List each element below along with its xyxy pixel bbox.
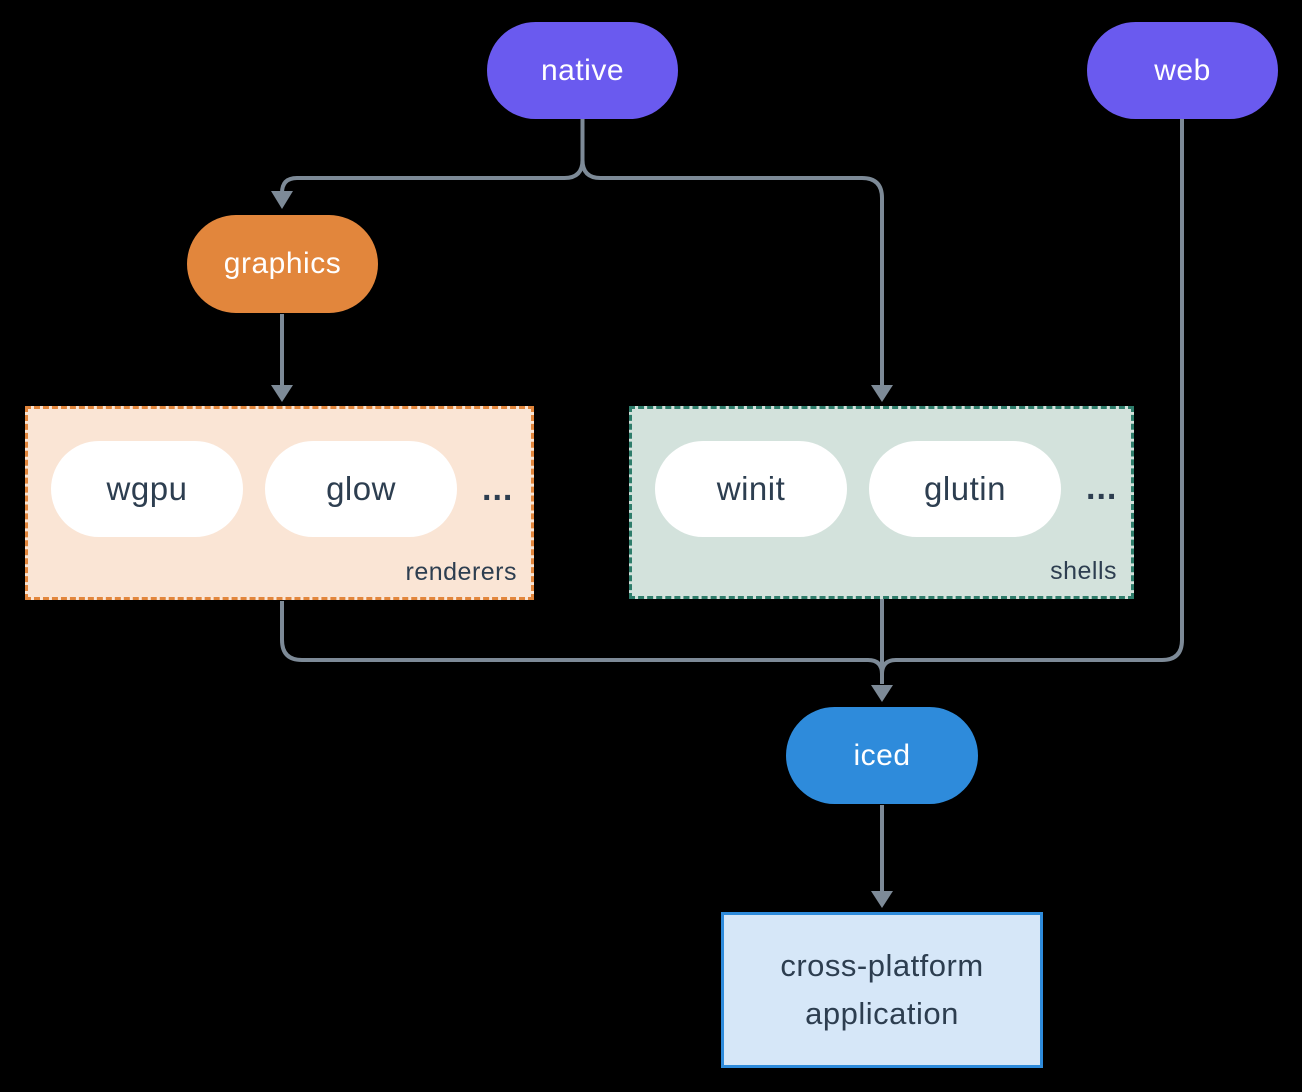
node-winit-label: winit [716, 469, 786, 507]
application-label-line2: application [805, 996, 959, 1031]
node-graphics-label: graphics [223, 247, 342, 280]
group-renderers-label: renderers [405, 558, 517, 586]
node-web-label: web [1154, 53, 1211, 87]
group-shells: winit glutin ... shells [629, 406, 1134, 599]
node-winit: winit [655, 440, 847, 537]
node-cross-platform-application: cross-platform application [721, 912, 1043, 1068]
node-wgpu: wgpu [51, 441, 243, 537]
arrowhead-into-iced-icon [871, 685, 893, 702]
group-renderers: wgpu glow ... renderers [25, 406, 534, 600]
node-graphics: graphics [187, 215, 378, 313]
node-wgpu-label: wgpu [106, 470, 188, 507]
node-glutin-label: glutin [924, 469, 1006, 507]
node-iced-label: iced [853, 738, 911, 772]
application-label-line1: cross-platform [780, 948, 984, 983]
node-glow: glow [265, 441, 457, 537]
node-glow-label: glow [326, 470, 396, 507]
node-native-label: native [540, 53, 625, 87]
group-shells-label: shells [1050, 557, 1117, 585]
connector-native-to-graphics [280, 119, 585, 195]
shells-ellipsis: ... [1086, 469, 1118, 507]
arrowhead-into-shells-icon [871, 385, 893, 402]
connector-web-to-iced [880, 119, 1184, 684]
connector-renderers-to-iced [280, 601, 884, 684]
arrowhead-into-application-icon [871, 891, 893, 908]
renderers-ellipsis: ... [482, 469, 514, 508]
node-iced: iced [786, 707, 978, 804]
node-web: web [1087, 22, 1278, 119]
node-native: native [487, 22, 678, 119]
node-glutin: glutin [869, 440, 1061, 537]
connector-native-to-shells [580, 119, 884, 387]
arrowhead-into-graphics-icon [271, 191, 293, 209]
arrowhead-into-renderers-icon [271, 385, 293, 402]
